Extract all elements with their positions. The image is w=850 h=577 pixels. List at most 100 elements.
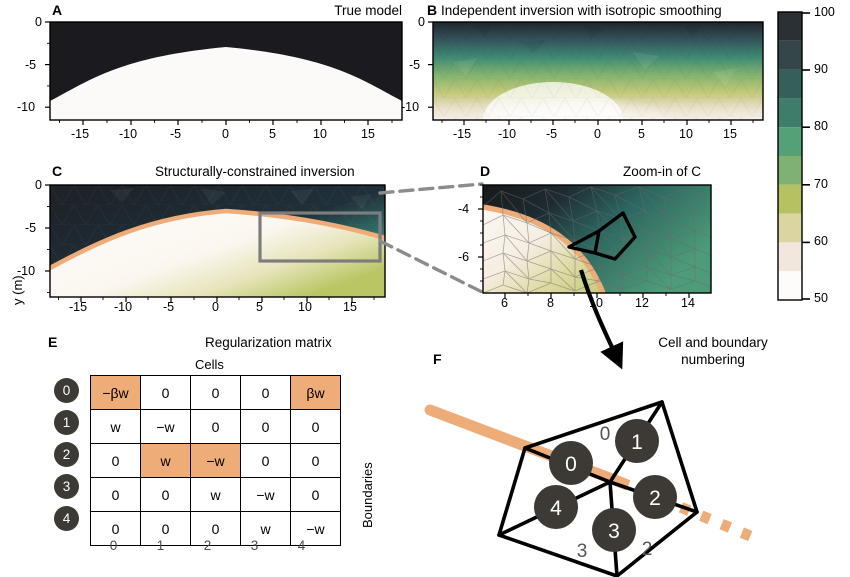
panel-a-xtick-0: -15 [71, 127, 90, 141]
matrix-cell-r3c3: −w [240, 477, 291, 512]
boundary-badge-4: 4 [54, 506, 79, 531]
colorbar: 100 90 80 70 60 50 Resistivity (Ωm) [775, 5, 850, 310]
matrix-cell-r1c0: w [90, 409, 141, 444]
matrix-cell-r0c2: 0 [190, 375, 241, 410]
boundary-badge-3: 3 [592, 508, 636, 552]
matrix-cell-r2c0: 0 [90, 443, 141, 478]
panel-c-xtick-1: -10 [114, 300, 133, 314]
boundary-badge-2: 2 [54, 442, 79, 467]
boundary-badge-0: 0 [549, 441, 593, 485]
panel-a-ytick-2: -10 [17, 100, 36, 114]
regularization-matrix-table: −βw 0 0 0 βw w −w 0 0 0 0 w −w 0 0 0 0 w… [90, 375, 341, 546]
panel-a-plot [45, 21, 403, 125]
panel-c-xtick-0: -15 [69, 300, 88, 314]
panel-c-inset-box [258, 211, 382, 263]
panel-d-xtick-3: 12 [635, 296, 649, 310]
cell-label-2: 2 [642, 539, 653, 560]
panel-d-xtick-0: 6 [501, 296, 508, 310]
panel-d: D Zoom-in of C [425, 160, 775, 315]
table-row: 0 0 w −w 0 [90, 477, 341, 512]
matrix-cell-r3c2: w [190, 477, 241, 512]
panel-e: E Regularization matrix Cells Boundaries… [0, 330, 420, 577]
colorbar-swatch [777, 11, 810, 301]
matrix-cell-r3c0: 0 [90, 477, 141, 512]
panel-b-ytick-0: 0 [418, 15, 425, 29]
panel-b-plot [428, 21, 764, 125]
colorbar-tick-60: 60 [814, 234, 828, 248]
panel-a-xtick-6: 15 [361, 127, 375, 141]
panel-d-xtick-4: 14 [681, 296, 695, 310]
cell-label-3: 3 [577, 541, 588, 562]
colorbar-bands [778, 12, 802, 300]
panel-b-xtick-2: -5 [546, 127, 558, 141]
matrix-cell-r2c3: 0 [240, 443, 291, 478]
panel-b-title: Independent inversion with isotropic smo… [441, 3, 722, 18]
colorbar-tick-100: 100 [814, 5, 835, 19]
boundary-badges: 0 1 2 3 4 [534, 419, 677, 552]
panel-b-xtick-5: 10 [679, 127, 693, 141]
panel-b-xtick-4: 5 [638, 127, 645, 141]
panel-c-xtick-6: 15 [343, 300, 357, 314]
matrix-boundaries-axis-label: Boundaries [360, 462, 375, 528]
panel-c-xtick-4: 5 [256, 300, 263, 314]
panel-d-plot [478, 184, 712, 298]
panel-f-letter: F [433, 351, 442, 367]
svg-text:4: 4 [550, 497, 562, 520]
matrix-cell-r4c4: −w [290, 511, 341, 546]
colorbar-tick-80: 80 [814, 119, 828, 133]
panel-d-ytick-0: -4 [458, 202, 470, 216]
panel-c-title: Structurally-constrained inversion [155, 164, 355, 179]
matrix-cell-r4c3: w [240, 511, 291, 546]
matrix-cell-r2c4: 0 [290, 443, 341, 478]
cell-label-0: 0 [600, 424, 611, 445]
matrix-cell-r4c1: 0 [140, 511, 191, 546]
panel-c-xtick-2: -5 [163, 300, 175, 314]
matrix-cell-r1c4: 0 [290, 409, 341, 444]
panel-d-ytick-1: -6 [458, 250, 470, 264]
svg-text:0: 0 [565, 453, 577, 476]
svg-text:2: 2 [649, 487, 661, 510]
panel-d-xtick-1: 8 [547, 296, 554, 310]
panel-f: F Cell and boundary numbering 0 1 2 3 4 [424, 330, 850, 577]
panel-a-ytick-1: -5 [25, 58, 37, 72]
colorbar-tick-50: 50 [814, 291, 828, 305]
boundary-badge-1: 1 [54, 410, 79, 435]
panel-b-xtick-3: 0 [594, 127, 601, 141]
panel-a-xtick-2: -5 [170, 127, 182, 141]
panel-a-xtick-3: 0 [222, 127, 229, 141]
panel-a-xtick-4: 5 [269, 127, 276, 141]
matrix-cells-axis-label: Cells [195, 357, 224, 372]
colorbar-tick-70: 70 [814, 177, 828, 191]
panel-c-ytick-1: -5 [25, 221, 37, 235]
boundary-badge-4: 4 [534, 485, 578, 529]
panel-b-xtick-1: -10 [498, 127, 517, 141]
zoom-to-detail-arrow [578, 269, 624, 370]
panel-b-ytick-1: -5 [409, 58, 421, 72]
cell-boundary-diagram: 0 1 2 3 4 0 1 2 3 4 [424, 400, 758, 577]
svg-text:1: 1 [631, 431, 643, 454]
boundary-badge-2: 2 [633, 475, 677, 519]
panel-c-letter: C [52, 163, 63, 179]
matrix-cell-r0c1: 0 [140, 375, 191, 410]
matrix-cell-r4c2: 0 [190, 511, 241, 546]
matrix-cell-r0c3: 0 [240, 375, 291, 410]
panel-f-title-text: Cell and boundary numbering [658, 335, 768, 367]
panel-a-ytick-0: 0 [35, 15, 42, 29]
boundary-badge-0: 0 [54, 378, 79, 403]
panel-a-title: True model [334, 3, 402, 18]
cell-col-label-1: 1 [156, 538, 165, 553]
table-row: 0 0 0 w −w [90, 511, 341, 546]
colorbar-tick-90: 90 [814, 62, 828, 76]
panel-c-ytick-2: -10 [17, 264, 36, 278]
table-row: w −w 0 0 0 [90, 409, 341, 444]
svg-text:3: 3 [608, 520, 620, 543]
panel-e-title: Regularization matrix [205, 335, 332, 350]
panel-a: A True model -15 -10 -5 0 5 10 15 0 -5 [0, 0, 420, 150]
panel-b-xtick-0: -15 [453, 127, 472, 141]
matrix-cell-r2c2: −w [190, 443, 241, 478]
panel-b-ytick-2: -10 [401, 100, 420, 114]
panel-f-title: Cell and boundary numbering [643, 335, 783, 369]
panel-b-xtick-6: 15 [723, 127, 737, 141]
matrix-cell-r0c4: βw [290, 375, 341, 410]
zoom-connector-lines [378, 182, 484, 294]
